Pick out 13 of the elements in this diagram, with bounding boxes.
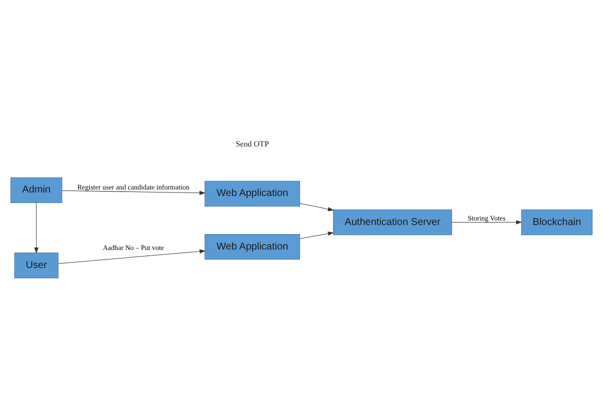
node-box: Authentication Server: [333, 209, 452, 235]
arrow: [58, 248, 206, 264]
node-box: Admin: [10, 176, 62, 202]
arrow: [452, 220, 522, 224]
arrow: [62, 190, 205, 194]
arrow: [300, 202, 334, 211]
node-box: Web Application: [204, 234, 300, 260]
arrow: [34, 202, 38, 253]
node-box: User: [14, 252, 58, 278]
node-box: Blockchain: [521, 209, 592, 235]
label: Send OTP: [236, 138, 269, 148]
arrow: [300, 231, 334, 238]
node-box: Web Application: [204, 180, 300, 206]
